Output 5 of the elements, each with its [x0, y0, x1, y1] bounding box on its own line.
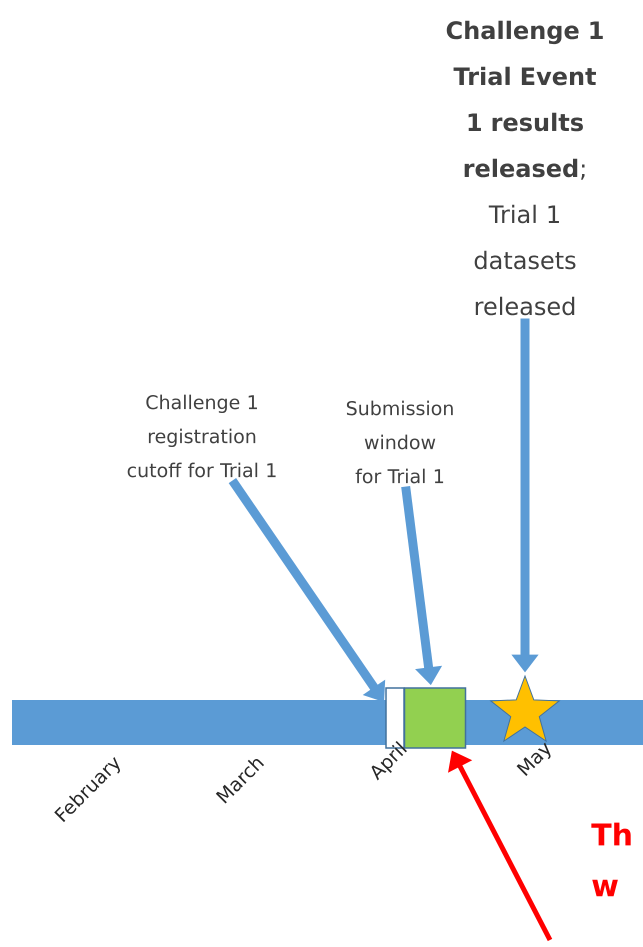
event-text: Challenge 1 Trial Event 1 results released; Trial 1 datasets released — [446, 20, 603, 316]
annotation-text: Submission window for Trial 1 — [346, 400, 453, 484]
note-text: w — [592, 880, 618, 896]
note-text: Th — [591, 822, 631, 846]
annotation-text: Challenge 1 registration cutoff for Trial 1 — [128, 394, 276, 478]
